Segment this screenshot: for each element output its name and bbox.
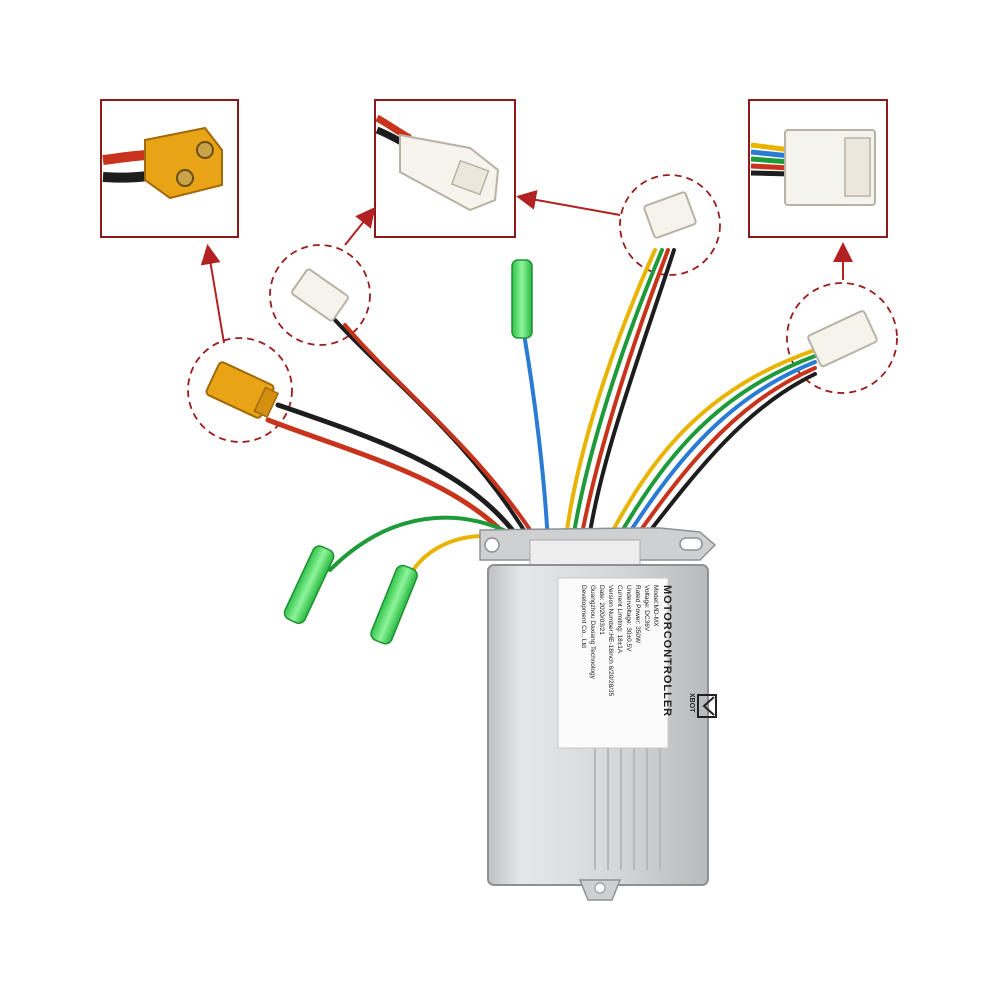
label-current-limiting: Current Limiting: 18±1A <box>616 585 623 654</box>
label-version: Version Number:HE-18inch 6/20/28/35 <box>607 585 614 697</box>
label-maker-line2: Development Co., Ltd <box>580 585 587 648</box>
hall-connector <box>807 310 878 368</box>
green-cap-middle <box>370 564 418 645</box>
label-maker-line1: Guangzhou Daxiang Technology <box>589 585 596 680</box>
two-pin-connector-right <box>643 191 697 239</box>
inset-2pin-connector <box>374 99 516 238</box>
label-title: MOTORCONTROLLER <box>661 585 673 717</box>
label-brand: XBOT <box>688 693 695 713</box>
controller-housing <box>479 527 717 901</box>
label-undervoltage: Undervoltage: 30±0.5V <box>625 585 632 652</box>
wire-bundle <box>265 248 817 577</box>
callout-circles <box>187 174 898 443</box>
inset-xt60-connector <box>100 99 239 238</box>
label-voltage: Voltage: DC36V <box>643 585 650 632</box>
two-pin-connector-left <box>291 268 349 322</box>
brand-logo-icon <box>697 694 717 718</box>
green-cap-top <box>511 259 533 339</box>
xt60-connector <box>205 361 280 419</box>
inset-hall-connector <box>748 99 888 238</box>
label-model: Model:MD-MX <box>652 585 659 627</box>
label-date: Date: 2020/03/21 <box>598 585 605 635</box>
label-rated-power: Rated Power: 350W <box>634 585 641 644</box>
green-cap-left <box>283 545 335 624</box>
callout-arrows <box>200 189 853 344</box>
controller-label: MOTORCONTROLLER Model:MD-MX Voltage: DC3… <box>580 585 717 718</box>
